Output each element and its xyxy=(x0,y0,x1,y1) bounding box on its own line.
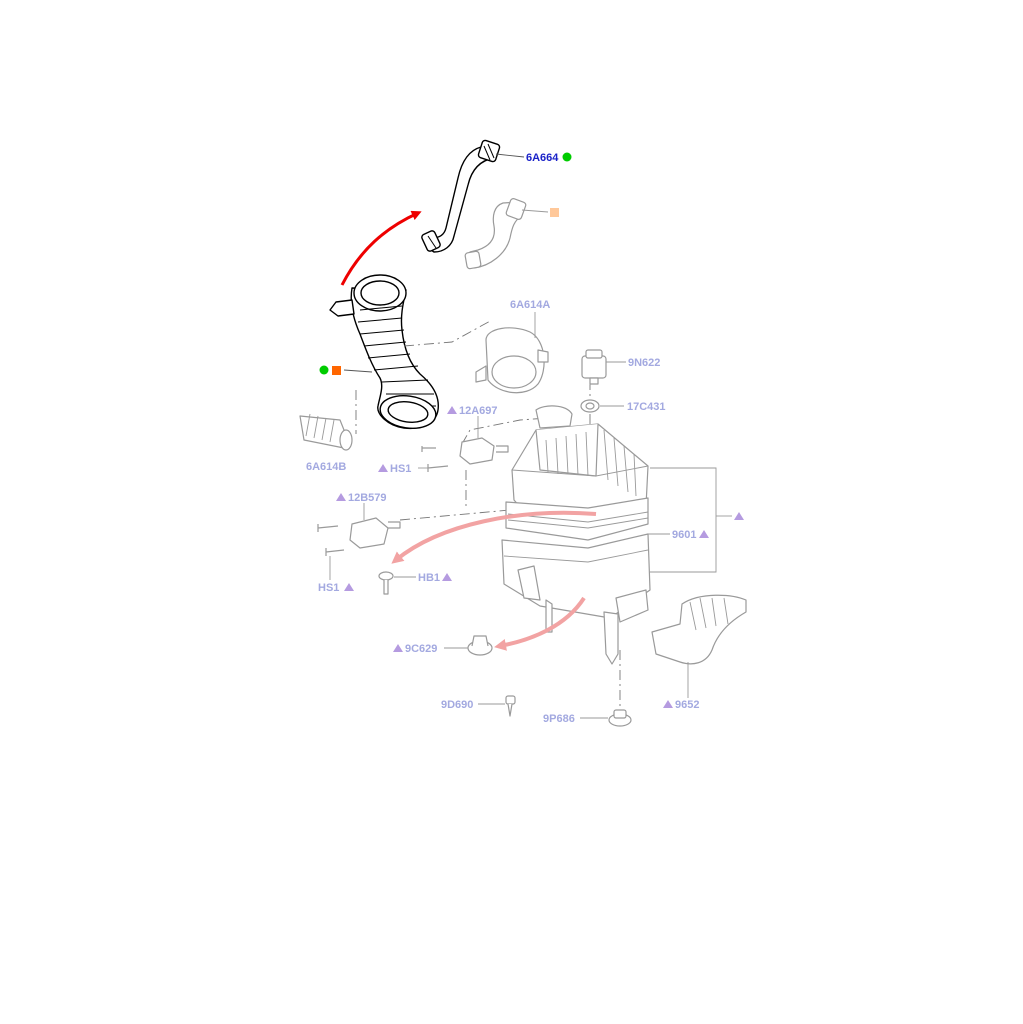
triangle-marker-icon xyxy=(344,583,354,591)
valve-9n622[interactable] xyxy=(581,349,607,385)
label-9c629[interactable]: 9C629 xyxy=(405,643,437,655)
label-6a664[interactable]: 6A664 xyxy=(526,152,559,164)
label-17c431[interactable]: 17C431 xyxy=(627,401,666,413)
label-12b579[interactable]: 12B579 xyxy=(348,492,387,504)
resonator-9652[interactable] xyxy=(651,594,747,665)
duct-6a614b[interactable] xyxy=(299,413,353,451)
bolt-hb1[interactable] xyxy=(378,571,394,595)
label-9d690[interactable]: 9D690 xyxy=(441,699,473,711)
pin-9d690[interactable] xyxy=(505,695,516,717)
triangle-marker-icon xyxy=(734,512,744,520)
triangle-marker-icon xyxy=(699,530,709,538)
screw-hs1-upper[interactable] xyxy=(427,464,449,472)
label-9652[interactable]: 9652 xyxy=(675,699,699,711)
label-hs1-lower[interactable]: HS1 xyxy=(318,582,339,594)
mount-9c629[interactable] xyxy=(467,635,493,656)
triangle-marker-icon xyxy=(442,573,452,581)
green-dot-icon xyxy=(319,365,329,375)
screw-hs1-lower[interactable] xyxy=(325,548,345,556)
pink-arrow-icon xyxy=(391,510,597,564)
triangle-marker-icon xyxy=(447,406,457,414)
label-6a614a[interactable]: 6A614A xyxy=(510,299,550,311)
triangle-marker-icon xyxy=(393,644,403,652)
triangle-marker-icon xyxy=(663,700,673,708)
clip-12b579[interactable] xyxy=(317,517,401,549)
grommet-17c431[interactable] xyxy=(580,399,600,413)
label-9n622[interactable]: 9N622 xyxy=(628,357,660,369)
label-12a697[interactable]: 12A697 xyxy=(459,405,498,417)
pink-arrow-icon xyxy=(494,596,586,651)
hose-6a664[interactable] xyxy=(421,139,501,253)
sensor-6a614a[interactable] xyxy=(475,327,549,394)
intake-duct[interactable] xyxy=(329,274,439,432)
green-dot-icon xyxy=(562,152,572,162)
red-arrow-icon xyxy=(340,210,422,286)
orange-square-icon xyxy=(332,366,341,375)
label-9601[interactable]: 9601 xyxy=(672,529,696,541)
label-hb1[interactable]: HB1 xyxy=(418,572,440,584)
bracket-12a697[interactable] xyxy=(421,437,509,465)
hose-alt[interactable] xyxy=(464,198,527,270)
triangle-marker-icon xyxy=(378,464,388,472)
peach-square-icon xyxy=(550,208,559,217)
triangle-marker-icon xyxy=(336,493,346,501)
label-hs1-upper[interactable]: HS1 xyxy=(390,463,411,475)
foot-9p686[interactable] xyxy=(608,709,632,727)
air-filter-housing[interactable] xyxy=(501,405,651,665)
label-6a614b[interactable]: 6A614B xyxy=(306,461,346,473)
label-9p686[interactable]: 9P686 xyxy=(543,713,575,725)
leader-6a664 xyxy=(495,153,525,158)
